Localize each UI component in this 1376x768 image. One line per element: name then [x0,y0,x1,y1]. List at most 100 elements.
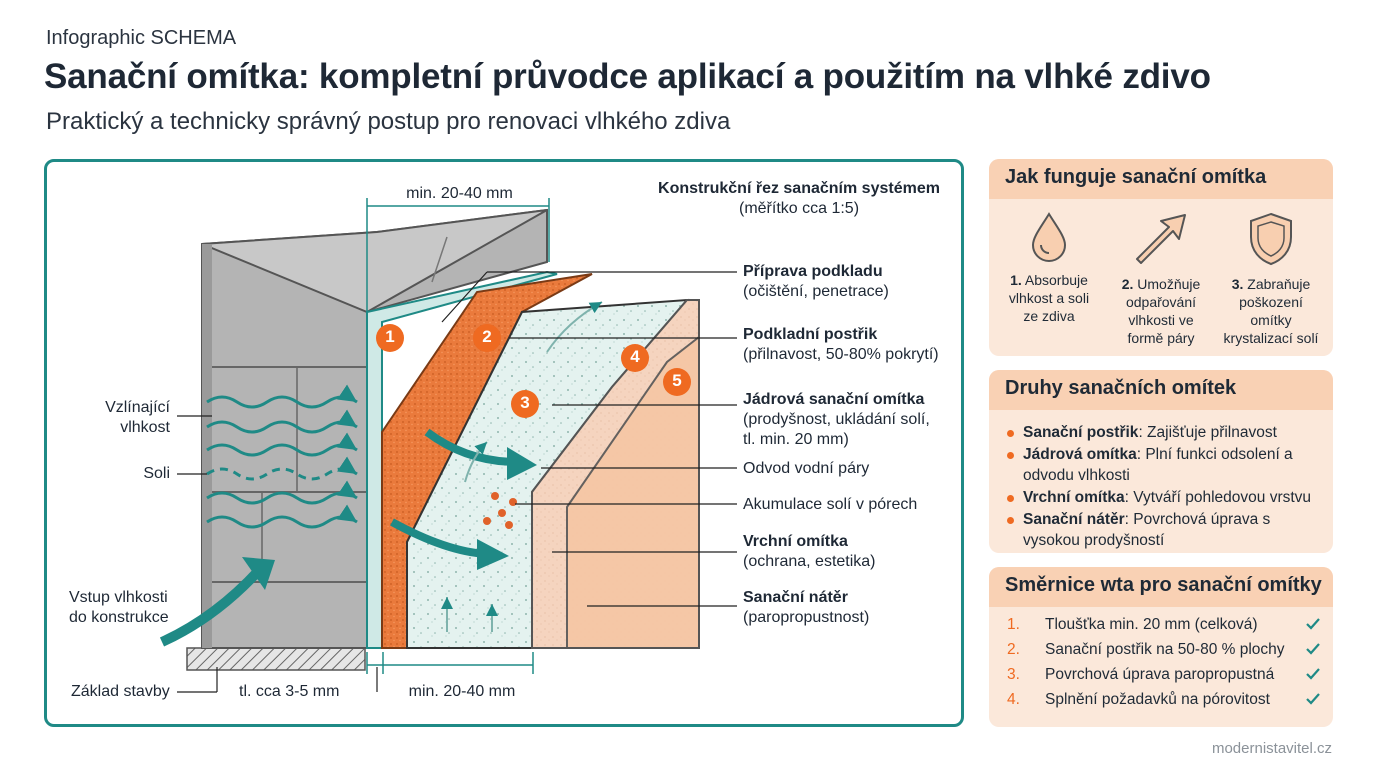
how-line: Absorbuje [1024,272,1088,288]
vapor-up-arrows [441,301,603,632]
how-line: odpařování [1125,294,1197,310]
label-spray: Podkladní postřik (přilnavost, 50-80% po… [743,325,939,365]
footer-site: modernistavitel.cz [1211,740,1332,757]
moisture-entry-arrow [159,563,266,647]
cross-section-diagram: 1 2 3 4 5 Konstrukční řez sanačním systé… [44,159,964,727]
how-text-protect: 3. Zabraňuje poškození omítky krystaliza… [1215,275,1327,347]
label-coat: Sanační nátěr (paropropustnost) [743,588,869,628]
dimension-bottom: min. 20-40 mm [408,683,516,700]
guidelines-heading: Směrnice wta pro sanační omítky [989,567,1333,607]
how-line: vlhkosti ve [1128,312,1194,328]
rule-number: 3. [1007,666,1020,683]
type-name: Vrchní omítka [1023,489,1125,506]
droplet-icon [1031,212,1067,262]
label-moisture-entry-line1: Vstup vlhkosti [69,589,168,606]
how-line: omítky [1250,312,1292,328]
types-heading: Druhy sanačních omítek [989,370,1333,410]
how-line: poškození [1239,294,1303,310]
label-top-title: Vrchní omítka [743,533,848,550]
label-spray-title: Podkladní postřik [743,326,878,343]
list-item: Sanační nátěr: Povrchová úprava s vysoko… [1003,509,1323,551]
guidelines-list: 1. Tloušťka min. 20 mm (celková) 2. Sana… [1003,612,1323,712]
list-item: 4. Splnění požadavků na pórovitost [1003,687,1323,712]
badge-2: 2 [482,327,492,346]
label-top-note: (ochrana, estetika) [743,553,876,570]
list-item: 3. Povrchová úprava paropropustná [1003,662,1323,687]
type-name: Jádrová omítka [1023,446,1137,463]
rule-text: Tloušťka min. 20 mm (celková) [1045,616,1258,633]
label-salts: Soli [143,465,170,482]
label-prep-note: (očištění, penetrace) [743,283,889,300]
list-item: 1. Tloušťka min. 20 mm (celková) [1003,612,1323,637]
type-desc: : Zajišťuje přilnavost [1138,424,1277,441]
dimension-lines [366,198,550,674]
leader-lines [177,271,737,693]
layer-coat [566,334,700,649]
how-line: Umožňuje [1137,276,1201,292]
label-vapor: Odvod vodní páry [743,460,870,477]
label-core-note2: tl. min. 20 mm) [743,431,849,448]
how-line: Zabraňuje [1247,276,1311,292]
label-foundation: Základ stavby [71,683,170,700]
how-text-evaporate: 2. Umožňuje odpařování vlhkosti ve formě… [1105,275,1217,347]
badge-5: 5 [672,371,682,390]
how-line: formě páry [1127,330,1195,346]
eyebrow: Infographic SCHEMA [46,27,237,49]
label-moisture-entry-line2: do konstrukce [69,609,169,626]
guidelines-card: Směrnice wta pro sanační omítky 1. Tlouš… [989,567,1333,727]
how-item-absorb: 1. Absorbuje vlhkost a soli ze zdiva [993,199,1105,325]
salt-particles [483,492,517,529]
badge-3: 3 [520,393,530,412]
how-it-works-heading: Jak funguje sanační omítka [989,159,1333,199]
how-line: vlhkost a soli [1008,290,1090,306]
type-desc: : Vytváří pohledovou vrstvu [1124,489,1312,506]
label-moisture-entry: Vstup vlhkosti do konstrukce [69,588,169,628]
how-line: krystalizací solí [1223,330,1319,346]
how-line: ze zdiva [1023,308,1075,324]
rule-text: Povrchová úprava paropropustná [1045,666,1275,683]
check-icon [1306,693,1320,705]
type-name: Sanační postřik [1023,424,1139,441]
list-item: Jádrová omítka: Plní funkci odsolení a o… [1003,444,1323,486]
list-item: Sanační postřik: Zajišťuje přilnavost [1003,422,1323,443]
how-it-works-grid: 1. Absorbuje vlhkost a soli ze zdiva 2. … [989,199,1333,356]
caption-title: Konstrukční řez sanačním systémem [658,180,940,197]
check-icon [1306,668,1320,680]
list-item: Vrchní omítka: Vytváří pohledovou vrstvu [1003,487,1323,508]
how-num-2: 2. [1121,276,1134,292]
page-subtitle: Praktický a technicky správný postup pro… [46,108,731,135]
label-prep-title: Příprava podkladu [743,263,883,280]
label-coat-note: (paropropustnost) [743,609,870,626]
how-text-absorb: 1. Absorbuje vlhkost a soli ze zdiva [993,271,1105,325]
label-moisture-rising-line1: Vzlínající [105,399,170,416]
rule-text: Sanační postřik na 50-80 % plochy [1045,641,1285,658]
how-num-3: 3. [1231,276,1244,292]
label-core-note1: (prodyšnost, ukládání solí, [743,411,930,428]
foundation-block [186,647,366,671]
label-coat-title: Sanační nátěr [743,589,848,606]
label-salt-accumulation: Akumulace solí v pórech [743,496,918,513]
type-name: Sanační nátěr [1023,511,1125,528]
how-it-works-card: Jak funguje sanační omítka 1. Absorbuje … [989,159,1333,356]
layer-badges [376,324,691,418]
dimension-thin: tl. cca 3-5 mm [239,683,340,700]
how-item-protect: 3. Zabraňuje poškození omítky krystaliza… [1215,199,1327,347]
arrow-up-right-icon [1136,214,1186,264]
label-moisture-rising-line2: vlhkost [120,419,170,436]
list-item: 2. Sanační postřik na 50-80 % plochy [1003,637,1323,662]
rule-text: Splnění požadavků na pórovitost [1045,691,1270,708]
badge-4: 4 [630,347,640,366]
rule-number: 4. [1007,691,1020,708]
how-num-1: 1. [1010,272,1022,288]
label-core-title: Jádrová sanační omítka [743,391,925,408]
shield-icon [1250,212,1292,266]
cross-section-illustration [159,198,737,693]
label-top: Vrchní omítka (ochrana, estetika) [743,532,876,572]
caption-scale: (měřítko cca 1:5) [738,200,860,217]
page-title: Sanační omítka: kompletní průvodce aplik… [44,57,1211,96]
label-core: Jádrová sanační omítka (prodyšnost, uklá… [743,390,930,450]
check-icon [1306,643,1320,655]
dimension-top: min. 20-40 mm [406,185,513,202]
moisture-waves [206,384,358,529]
rule-number: 1. [1007,616,1020,633]
